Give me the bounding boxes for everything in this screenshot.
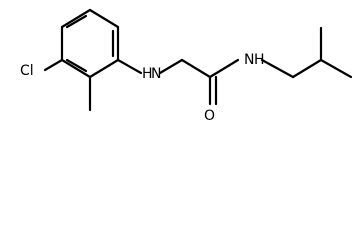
chemical-structure: Cl H N O N H xyxy=(20,8,353,124)
amide-methylene-bond xyxy=(260,58,295,79)
aryl-amine-bond xyxy=(116,58,143,75)
amine-methylene-bond xyxy=(158,58,184,75)
ring-double-bond xyxy=(65,58,88,73)
ring-bond xyxy=(88,8,120,29)
amide-h-label: H xyxy=(254,52,265,68)
isobutyl-methyl-bond xyxy=(319,58,353,79)
carbonyl-amide-bond xyxy=(208,58,240,79)
methylene-carbonyl-bond xyxy=(180,58,212,79)
chlorine-label: Cl xyxy=(20,63,34,79)
carbonyl-o-label: O xyxy=(204,108,215,124)
aromatic-ring xyxy=(60,8,120,79)
amide-n-label: N xyxy=(244,52,254,68)
ring-double-bond xyxy=(65,14,88,29)
amine-n-label: N xyxy=(151,66,161,82)
amine-h-label: H xyxy=(142,66,153,82)
chlorine-bond xyxy=(43,58,64,72)
ring-bond xyxy=(60,8,92,29)
ring-bond xyxy=(60,58,92,79)
ring-bond xyxy=(88,58,120,79)
methylene-methine-bond xyxy=(291,58,323,79)
